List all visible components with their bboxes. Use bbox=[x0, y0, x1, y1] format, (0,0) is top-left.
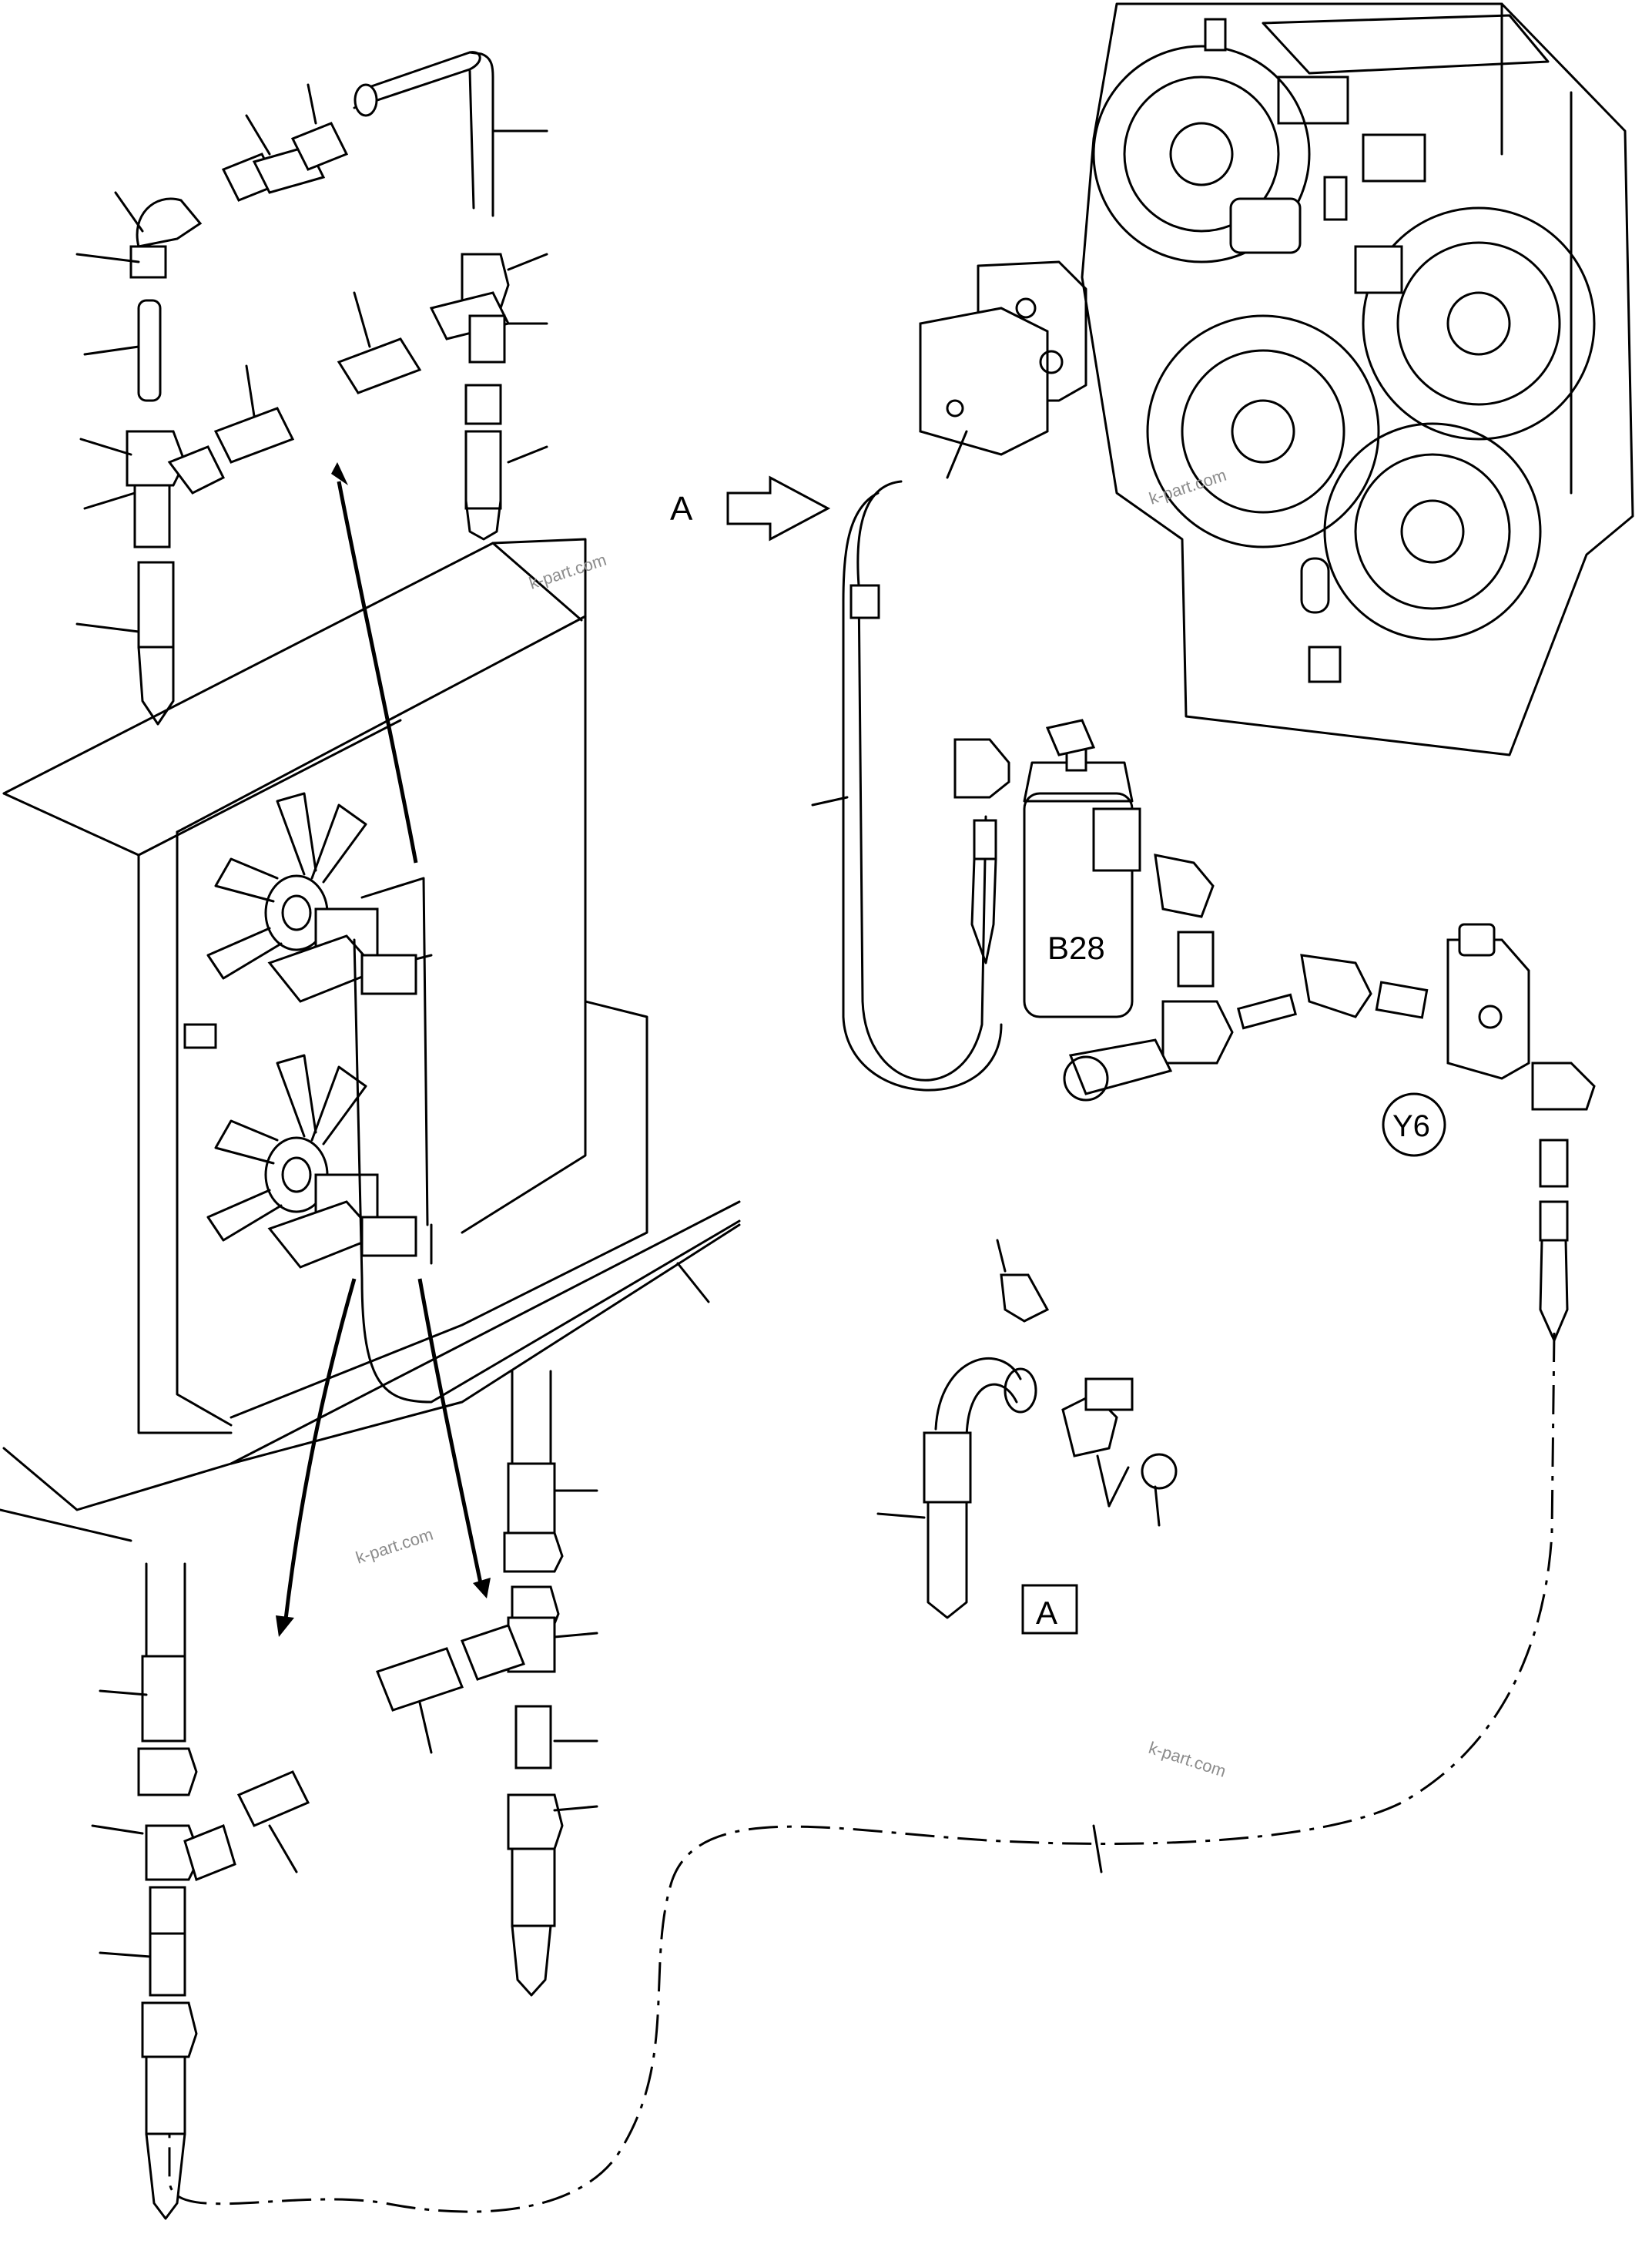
leader-arrows bbox=[276, 462, 491, 1637]
cooler-housing bbox=[0, 538, 741, 1542]
filter-fittings bbox=[953, 738, 1429, 1102]
gearbox bbox=[1081, 2, 1634, 756]
top-left-fittings bbox=[126, 51, 548, 726]
pump-pressure-hose bbox=[811, 480, 1003, 1092]
fan-upper bbox=[206, 792, 380, 1003]
watermark-4: k-part.com bbox=[1147, 465, 1229, 508]
filter-b28: B28 bbox=[1023, 719, 1141, 1018]
detail-box-label: A bbox=[1036, 1595, 1057, 1631]
watermark-1: k-part.com bbox=[527, 550, 609, 593]
cooler-piping bbox=[353, 877, 741, 1404]
fan-lower bbox=[206, 1054, 380, 1269]
dashed-return-line bbox=[168, 1332, 1556, 2213]
watermark-3: k-part.com bbox=[1146, 1738, 1228, 1781]
view-arrow-label: A bbox=[670, 490, 693, 528]
bottom-left-fittings bbox=[91, 1562, 310, 2220]
part-leaders-top bbox=[75, 83, 548, 633]
valve-y6: Y6 bbox=[1382, 923, 1596, 1342]
watermark-2: k-part.com bbox=[354, 1525, 436, 1568]
hydraulic-pump bbox=[919, 260, 1087, 479]
detail-a: A bbox=[876, 1239, 1178, 1635]
filter-label: B28 bbox=[1047, 930, 1105, 966]
bottom-right-fittings bbox=[376, 1370, 598, 1997]
view-arrow-a: A bbox=[670, 475, 831, 542]
valve-label: Y6 bbox=[1392, 1109, 1430, 1143]
